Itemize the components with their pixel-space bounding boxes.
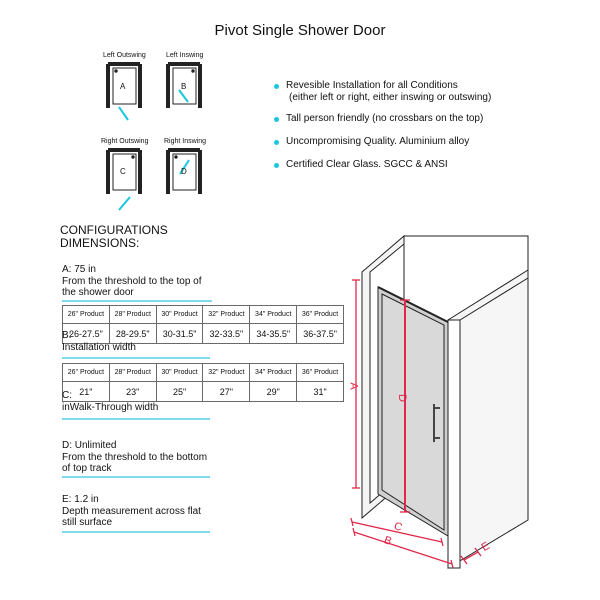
feature-subtext: (either left or right, either inswing or…: [289, 92, 492, 103]
feature-item: Revesible Installation for all Condition…: [270, 80, 491, 104]
spec-e-title: E: 1.2 in: [62, 494, 99, 505]
dimensions-heading-line2: DIMENSIONS:: [60, 236, 140, 250]
table-cell: 36-37.5": [296, 323, 344, 344]
spec-d-underline: [62, 476, 210, 478]
feature-text: Tall person friendly (no crossbars on th…: [286, 113, 484, 124]
table-cell: 23": [108, 381, 157, 402]
dimension-label-d: D: [395, 394, 408, 402]
door-type-label-right-inswing: Right Inswing: [164, 138, 207, 145]
table-row: 21" 23" 25" 27" 29" 31": [62, 381, 344, 402]
door-type-c-diagram: [106, 148, 142, 211]
bullet-dot-icon: [274, 140, 279, 145]
spec-a: A: 75 in From the threshold to the top o…: [62, 264, 202, 299]
spec-e: E: 1.2 in Depth measurement across flat …: [62, 494, 201, 529]
spec-a-title: A: 75 in: [62, 264, 96, 275]
table-cell: 21": [62, 381, 110, 402]
walk-through-width-table: 26" Product 28" Product 30" Product 32" …: [62, 363, 344, 402]
door-type-b-diagram: [166, 62, 202, 108]
door-type-d-diagram: [166, 148, 202, 194]
bullet-dot-icon: [274, 117, 279, 122]
feature-text: Revesible Installation for all Condition…: [286, 80, 458, 91]
spec-a-desc1: From the threshold to the top of: [62, 275, 202, 287]
table-row: 26" Product 28" Product 30" Product 32" …: [62, 363, 344, 382]
spec-d-title: D: Unlimited: [62, 440, 117, 451]
door-handle: [433, 404, 440, 442]
table-cell: 32-33.5": [202, 323, 251, 344]
door-letter-b: B: [181, 82, 187, 91]
door-type-label-right-outswing: Right Outswing: [101, 138, 149, 145]
door-frame-and-glass: [377, 286, 449, 537]
dimension-label-a: A: [347, 382, 360, 390]
table-cell: 31": [296, 381, 344, 402]
dimension-lines: [350, 279, 482, 569]
door-letter-a: A: [120, 82, 126, 91]
bullet-dot-icon: [274, 163, 279, 168]
table-c-caption: inWalk-Through width: [62, 402, 159, 413]
spec-a-underline: [62, 300, 212, 302]
table-b-underline: [62, 357, 210, 359]
table-c-tag: C:: [62, 390, 72, 401]
spec-e-underline: [62, 531, 210, 533]
door-letter-c: C: [120, 167, 126, 176]
spec-e-desc2: still surface: [62, 517, 113, 528]
table-cell: 26-27.5": [62, 323, 110, 344]
table-c-underline: [62, 418, 210, 420]
page-title: Pivot Single Shower Door: [214, 22, 386, 39]
configurations-heading: CONFIGURATIONS DIMENSIONS:: [60, 224, 168, 250]
spec-a-desc2: the shower door: [62, 287, 134, 298]
configurations-heading-line1: CONFIGURATIONS: [60, 223, 168, 237]
table-b-caption: Installation width: [62, 342, 136, 353]
table-row: 26" Product 28" Product 30" Product 32" …: [62, 305, 344, 324]
spec-e-desc1: Depth measurement across flat: [62, 505, 201, 517]
door-type-label-left-inswing: Left Inswing: [166, 52, 204, 59]
table-row: 26-27.5" 28-29.5" 30-31.5" 32-33.5" 34-3…: [62, 323, 344, 344]
feature-text: Uncompromising Quality. Aluminium alloy: [286, 136, 470, 147]
feature-text: Certified Clear Glass. SGCC & ANSI: [286, 159, 448, 170]
door-type-label-left-outswing: Left Outswing: [103, 52, 146, 59]
table-cell: 27": [202, 381, 251, 402]
spec-d-desc1: From the threshold to the bottom: [62, 451, 208, 463]
spec-d-desc2: of top track: [62, 463, 112, 474]
door-letter-d: D: [181, 167, 187, 176]
spec-d: D: Unlimited From the threshold to the b…: [62, 440, 207, 475]
installation-width-table: 26" Product 28" Product 30" Product 32" …: [62, 305, 344, 344]
feature-item: Certified Clear Glass. SGCC & ANSI: [270, 159, 448, 171]
table-b-tag: B:: [62, 330, 72, 341]
feature-item: Tall person friendly (no crossbars on th…: [270, 113, 483, 125]
bullet-dot-icon: [274, 84, 279, 89]
door-type-a-diagram: [106, 62, 142, 121]
feature-item: Uncompromising Quality. Aluminium alloy: [270, 136, 469, 148]
